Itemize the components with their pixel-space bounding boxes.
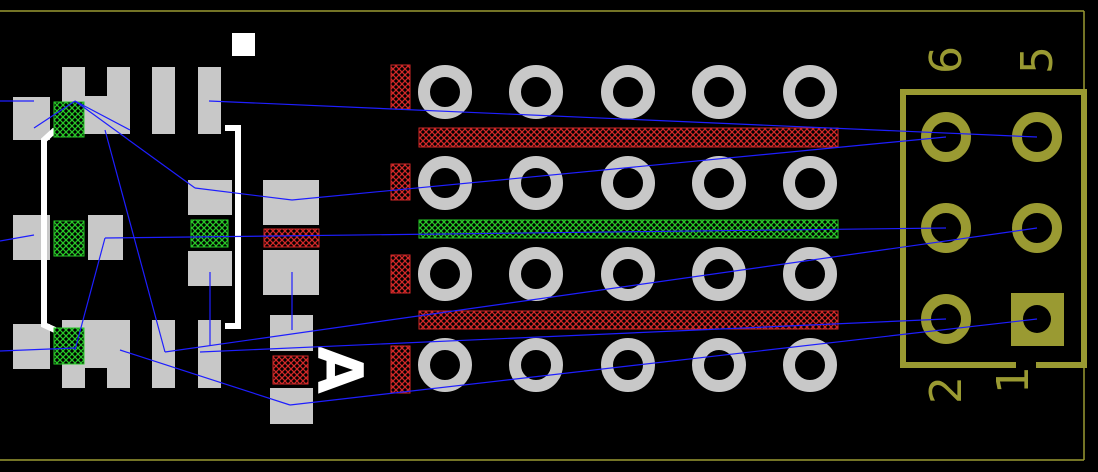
via-hole[interactable] (418, 65, 472, 119)
ic-pad-top-3[interactable] (152, 67, 175, 134)
via-hole[interactable] (418, 247, 472, 301)
smd-pad-left-3[interactable] (13, 324, 50, 369)
connector-label-2: 2 (921, 376, 972, 404)
connector-label-6: 6 (921, 46, 972, 74)
via-hole[interactable] (509, 338, 563, 392)
via-hole[interactable] (509, 65, 563, 119)
ratsnest (119, 349, 291, 406)
connector-pin-2[interactable] (921, 294, 971, 344)
res-pad-2[interactable] (263, 250, 319, 295)
ratsnest (74, 237, 106, 351)
ratsnest (199, 318, 947, 353)
connector-pins (921, 112, 1064, 346)
silk-bracket-right (225, 125, 241, 329)
ratsnest-lines (0, 100, 1038, 406)
via-hole[interactable] (418, 338, 472, 392)
via-hole[interactable] (692, 65, 746, 119)
ratsnest (0, 347, 76, 352)
red-keepout-v4 (390, 345, 411, 394)
fiducial-marker-icon (232, 33, 255, 56)
ratsnest (104, 129, 166, 353)
connector-outline (900, 89, 1087, 368)
connector-pin-3[interactable] (1012, 203, 1062, 253)
cap-keepout (190, 219, 229, 248)
via-hole[interactable] (509, 247, 563, 301)
smd-pad-left-1[interactable] (13, 97, 50, 140)
ratsnest (291, 136, 947, 201)
green-keepout-1 (53, 101, 85, 138)
cap-pad-1[interactable] (188, 180, 232, 215)
via-hole[interactable] (692, 247, 746, 301)
res-keepout (263, 228, 320, 248)
connector-label-1: 1 (988, 366, 1039, 394)
via-hole[interactable] (783, 65, 837, 119)
via-hole[interactable] (692, 156, 746, 210)
ratsnest (194, 187, 293, 201)
ratsnest (74, 100, 131, 131)
ratsnest (0, 234, 35, 242)
red-keepout-bar-2 (418, 310, 839, 330)
ratsnest (164, 227, 1038, 353)
via-hole[interactable] (509, 156, 563, 210)
through-hole-grid (418, 65, 837, 392)
via-hole[interactable] (601, 338, 655, 392)
silk-bracket-left (41, 127, 58, 333)
ic-pad-top-2[interactable] (107, 67, 130, 134)
red-keepout-bar-1 (418, 127, 839, 148)
via-hole[interactable] (601, 247, 655, 301)
connector-pin-6[interactable] (921, 112, 971, 162)
green-keepout-2 (53, 220, 85, 257)
ratsnest (289, 318, 1038, 406)
green-keepout-bar (418, 219, 839, 239)
ic-pad-top-join (85, 96, 107, 134)
ic-pad-bot-4[interactable] (198, 320, 221, 388)
via-hole[interactable] (601, 156, 655, 210)
ratsnest (74, 100, 196, 189)
res-keepout-2 (272, 355, 309, 385)
ic-pad-bot-join (85, 320, 107, 368)
ratsnest (104, 227, 947, 239)
ratsnest (208, 100, 1038, 138)
red-keepout-v3 (390, 254, 411, 294)
via-hole[interactable] (601, 65, 655, 119)
via-hole[interactable] (783, 247, 837, 301)
ic-footprint[interactable] (62, 67, 221, 388)
via-hole[interactable] (418, 156, 472, 210)
connector-label-5: 5 (1012, 46, 1063, 74)
connector-pin-5[interactable] (1012, 112, 1062, 162)
res-pad-4[interactable] (270, 388, 313, 424)
via-hole[interactable] (692, 338, 746, 392)
ratsnest (33, 100, 76, 129)
red-keepout-v1 (390, 64, 411, 110)
ic-pad-bot-3[interactable] (152, 320, 175, 388)
red-keepout-v2 (390, 163, 411, 201)
res-pad-1[interactable] (263, 180, 319, 225)
via-hole[interactable] (783, 338, 837, 392)
ic-pad-bot-2[interactable] (107, 320, 130, 388)
silkscreen-label-a: A (303, 346, 376, 394)
via-hole[interactable] (783, 156, 837, 210)
